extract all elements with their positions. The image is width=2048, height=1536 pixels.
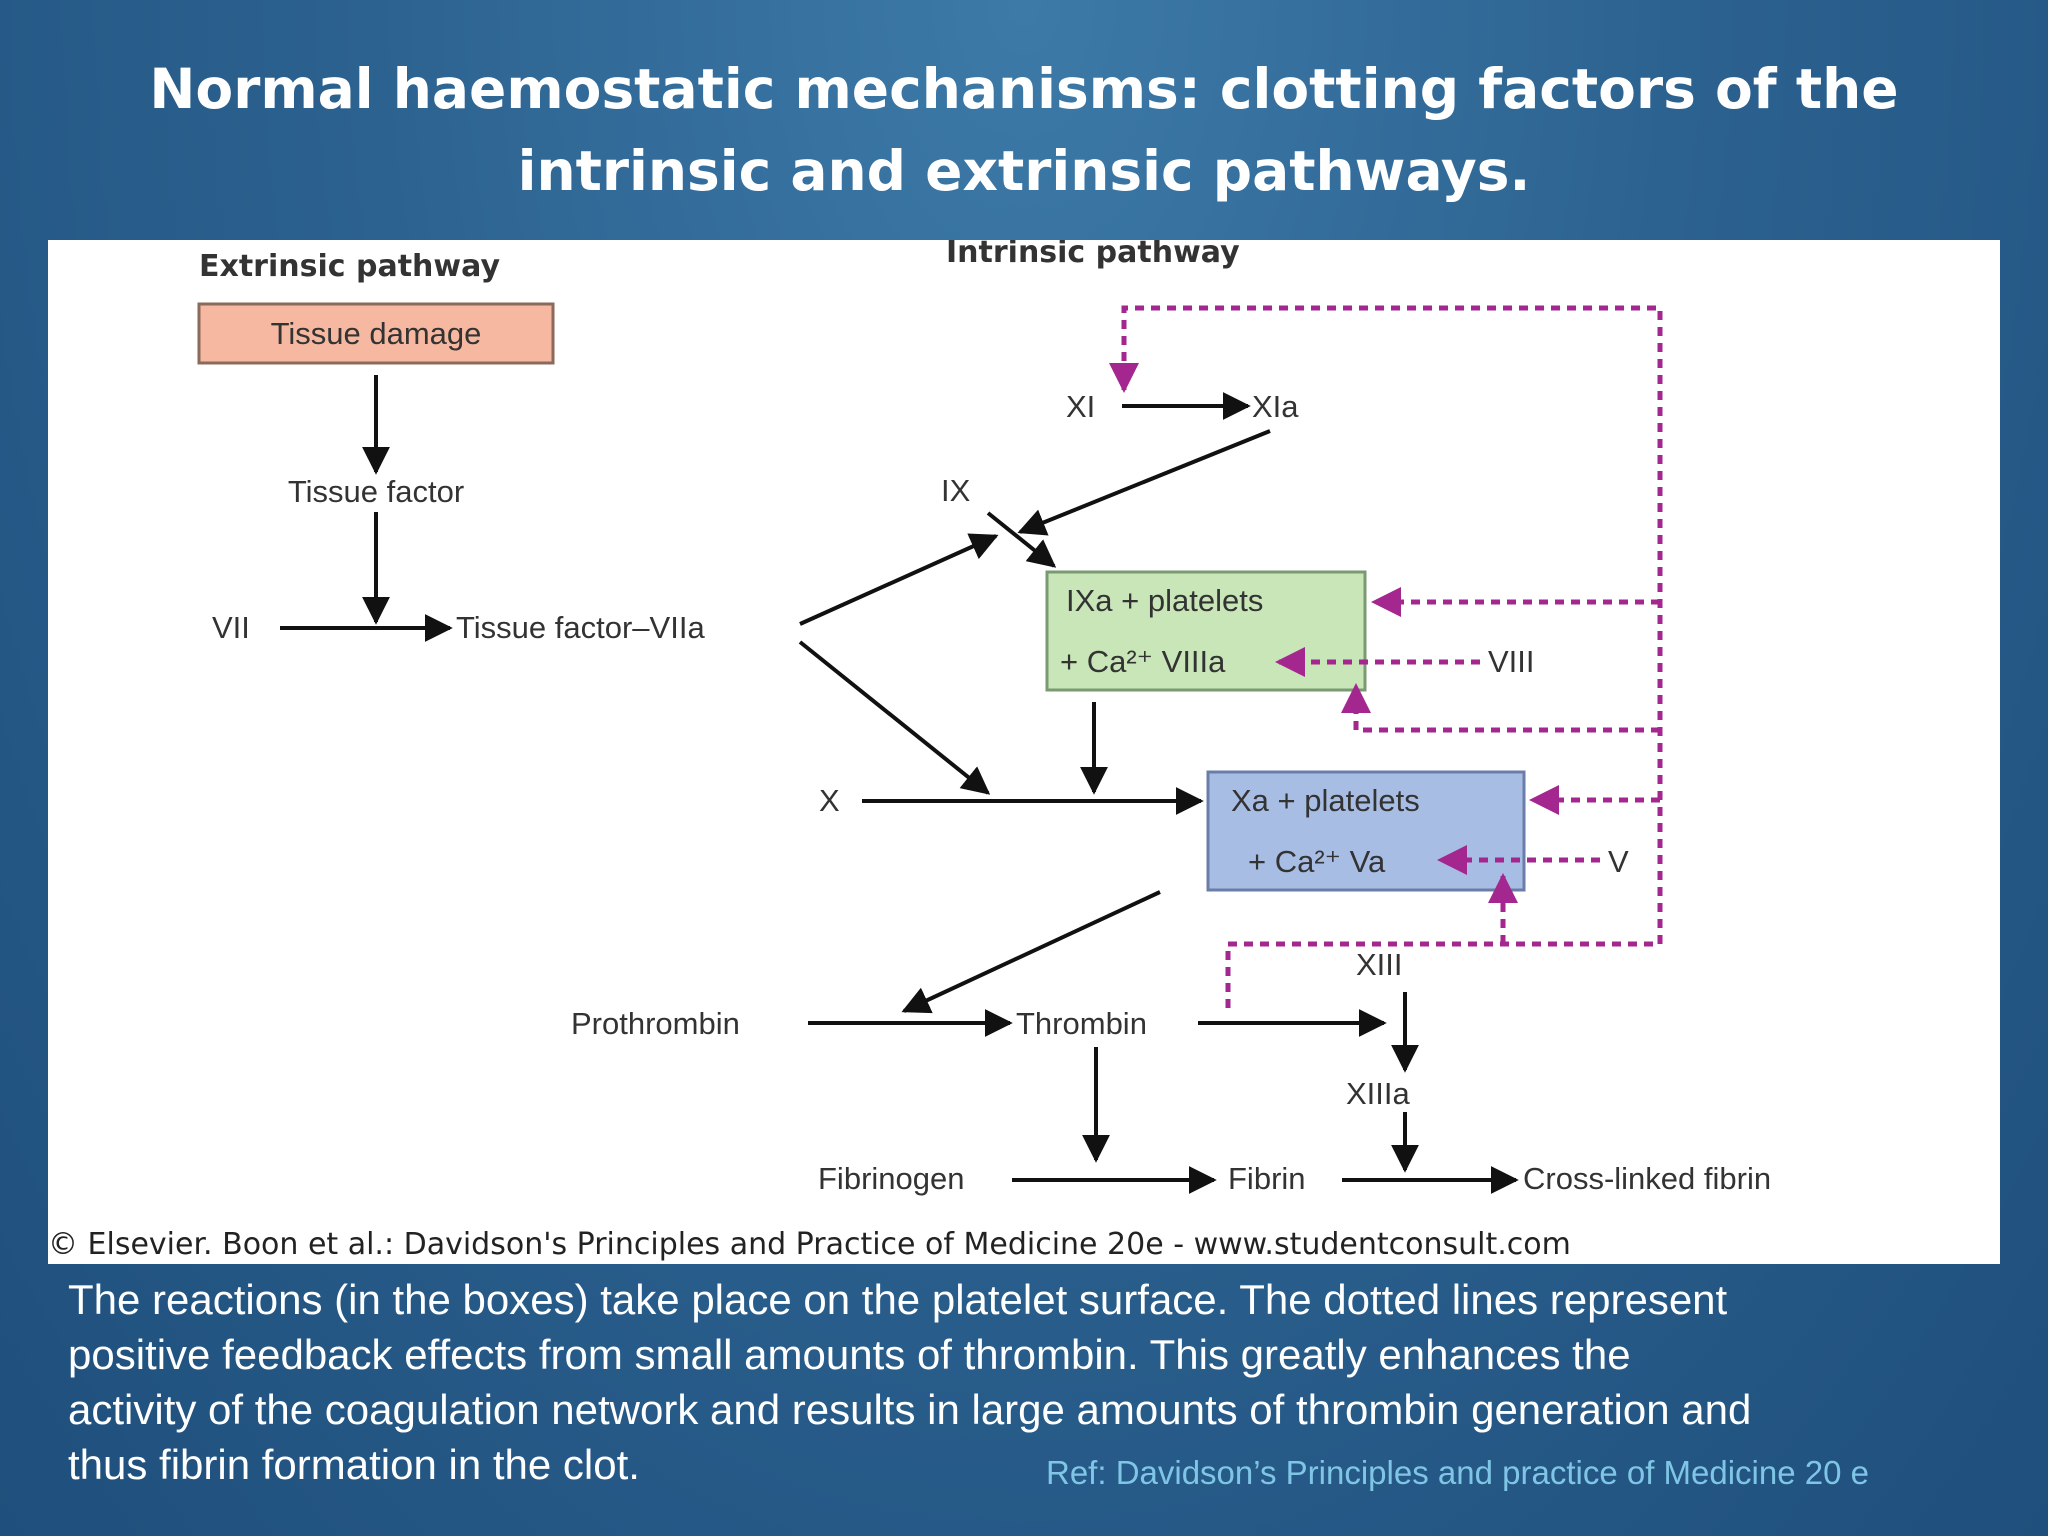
tissue-damage-box (197, 302, 555, 365)
arrow-ix-to-ixa (986, 511, 1057, 568)
caption-line-1: The reactions (in the boxes) take place … (68, 1276, 1728, 1323)
tissue-damage-label: Tissue damage (271, 316, 482, 351)
ixa-complex-box (1045, 570, 1367, 692)
tissue-factor-label: Tissue factor (288, 474, 464, 509)
caption-line-2: positive feedback effects from small amo… (68, 1331, 1631, 1378)
intrinsic-pathway-header: Intrinsic pathway (946, 240, 1240, 270)
caption-line-3: activity of the coagulation network and … (68, 1386, 1752, 1433)
fibrin-label: Fibrin (1228, 1161, 1306, 1196)
xa-complex-box (1206, 770, 1526, 892)
arrow-tissue-factor-viia-to-ix (799, 533, 999, 626)
feedback-loop-main (1109, 305, 1663, 1008)
xa-box-line-1: Xa + platelets (1231, 783, 1420, 818)
ixa-box-line-1: IXa + platelets (1066, 583, 1263, 618)
slide-title: Normal haemostatic mechanisms: clotting … (100, 48, 1948, 212)
tissue-factor-viia-label: Tissue factor–VIIa (456, 610, 705, 645)
v-label: V (1608, 844, 1629, 879)
reference-note: Ref: Davidson’s Principles and practice … (1046, 1454, 1869, 1491)
arrow-tissue-factor-viia-to-x (798, 640, 991, 795)
fibrinogen-label: Fibrinogen (818, 1161, 964, 1196)
arrow-xia-to-ix (1017, 429, 1271, 536)
thrombin-label: Thrombin (1016, 1006, 1147, 1041)
xiii-label: XIII (1356, 947, 1403, 982)
extrinsic-pathway-header: Extrinsic pathway (199, 249, 500, 284)
prothrombin-label: Prothrombin (571, 1006, 740, 1041)
coagulation-diagram-svg: Extrinsic pathway Intrinsic pathway Tiss… (197, 240, 1771, 1196)
xiiia-label: XIIIa (1346, 1076, 1411, 1111)
slide-title-line-1: Normal haemostatic mechanisms: clotting … (149, 57, 1899, 121)
arrow-xa-to-prothrombin (901, 890, 1161, 1014)
viii-label: VIII (1488, 644, 1535, 679)
coagulation-diagram: Extrinsic pathway Intrinsic pathway Tiss… (48, 240, 2000, 1264)
xa-box-line-2: + Ca²⁺ Va (1248, 844, 1386, 879)
x-label: X (819, 783, 840, 818)
vii-label: VII (212, 610, 250, 645)
xia-label: XIa (1252, 389, 1299, 424)
slide-caption: The reactions (in the boxes) take place … (68, 1272, 1968, 1492)
xi-label: XI (1066, 389, 1095, 424)
ix-label: IX (941, 473, 971, 508)
figure-credit: © Elsevier. Boon et al.: Davidson's Prin… (48, 1227, 1571, 1262)
caption-line-4: thus fibrin formation in the clot. (68, 1441, 640, 1488)
ixa-box-line-2: + Ca²⁺ VIIIa (1060, 644, 1226, 679)
cross-linked-fibrin-label: Cross-linked fibrin (1523, 1161, 1771, 1196)
slide-title-line-2: intrinsic and extrinsic pathways. (517, 139, 1531, 203)
